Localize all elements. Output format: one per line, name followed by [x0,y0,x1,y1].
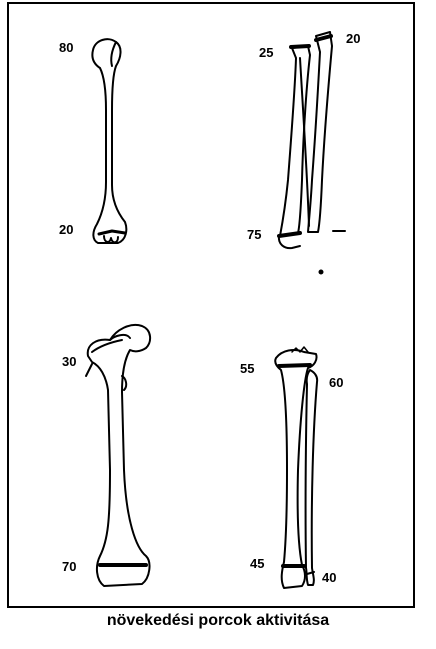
label-ulna-proximal: 20 [346,32,360,45]
tibia-fibula-bones [275,347,317,588]
label-humerus-proximal: 80 [59,41,73,54]
figure-caption: növekedési porcok aktivitása [0,612,436,630]
label-humerus-distal: 20 [59,223,73,236]
humerus-bone [92,39,126,243]
radius-ulna-bones [279,32,345,274]
label-radius-distal: 75 [247,228,261,241]
label-tibia-distal: 45 [250,557,264,570]
label-radius-proximal: 25 [259,46,273,59]
femur-bone [86,325,150,586]
label-fibula-proximal: 60 [329,376,343,389]
label-femur-proximal: 30 [62,355,76,368]
label-femur-distal: 70 [62,560,76,573]
label-fibula-distal: 40 [322,571,336,584]
label-tibia-proximal: 55 [240,362,254,375]
